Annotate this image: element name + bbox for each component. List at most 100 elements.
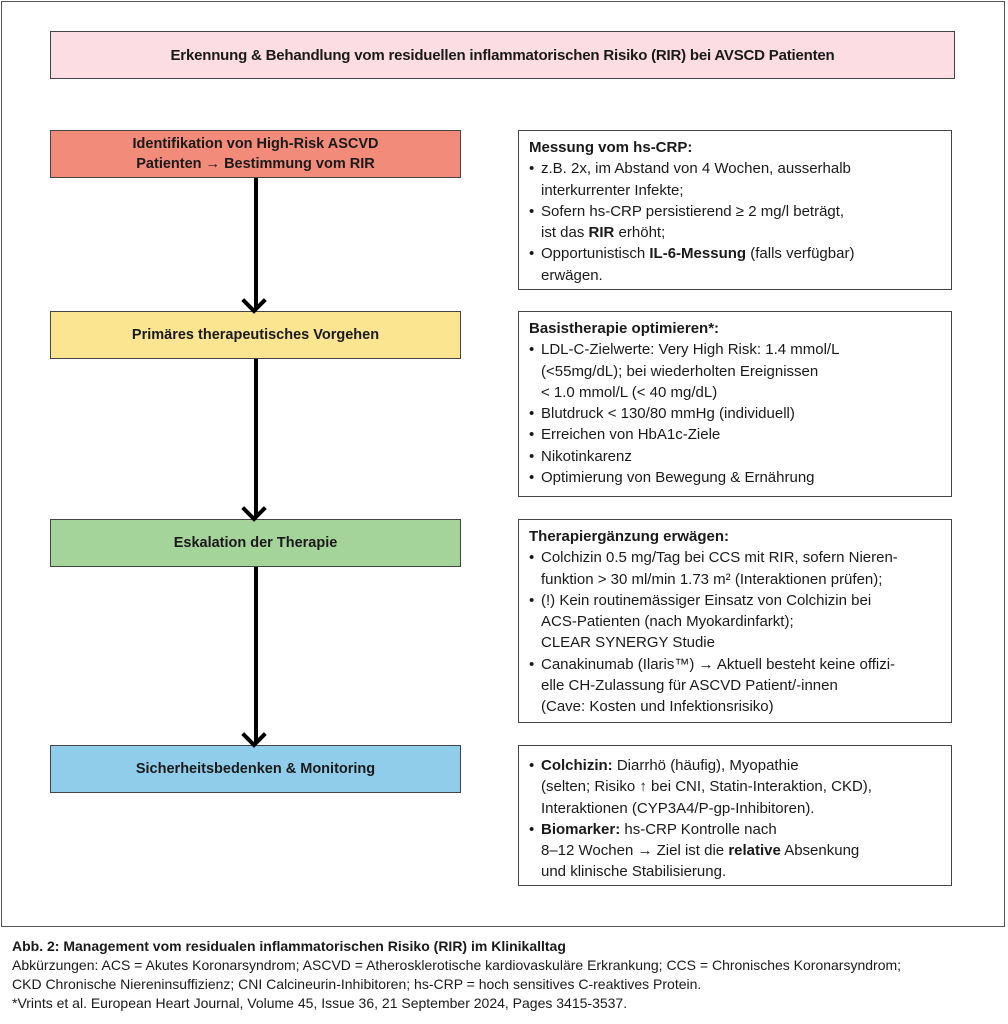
info-heading: Messung vom hs-CRP: bbox=[529, 139, 693, 156]
text: (!) Kein routinemässiger Einsatz von Col… bbox=[541, 591, 872, 609]
diagram-title: Erkennung & Behandlung vom residuellen i… bbox=[50, 31, 955, 79]
text: (Cave: Kosten und Infektionsrisiko) bbox=[541, 698, 774, 716]
bullet-line: z.B. 2x, im Abstand von 4 Wochen, ausser… bbox=[541, 158, 941, 179]
bullet-line: Nikotinkarenz bbox=[541, 446, 941, 467]
info-box-hscrp: Messung vom hs-CRP: • z.B. 2x, im Abstand … bbox=[518, 130, 952, 290]
info-box-therapieergaenzung: Therapiergänzung erwägen: • Colchizin 0.5 … bbox=[518, 519, 952, 723]
info-box-monitoring: • Colchizin: Diarrhö (häufig), Myopathie (… bbox=[518, 745, 952, 886]
bullet-line: (selten; Risiko ↑ bei CNI, Statin-Intera… bbox=[541, 776, 941, 797]
bullet-line: 8–12 Wochen → Ziel ist die relative Abse… bbox=[541, 840, 941, 861]
bullet-line: < 1.0 mmol/L (< 40 mg/dL) bbox=[541, 382, 941, 403]
caption-title: Abb. 2: Management vom residualen inflam… bbox=[12, 938, 566, 954]
bullet-line: ist das RIR erhöht; bbox=[541, 222, 941, 243]
bullet-line: Blutdruck < 130/80 mmHg (individuell) bbox=[541, 403, 941, 424]
bullet-icon: • bbox=[529, 245, 535, 263]
bullet-icon: • bbox=[529, 757, 535, 774]
bullet-line: (Cave: Kosten und Infektionsrisiko) bbox=[541, 696, 941, 717]
bullet-item: • z.B. 2x, im Abstand von 4 Wochen, ausse… bbox=[529, 158, 941, 201]
text: < 1.0 mmol/L (< 40 mg/dL) bbox=[541, 383, 718, 401]
bullet-line: Biomarker: hs-CRP Kontrolle nach bbox=[541, 819, 941, 840]
caption-reference: *Vrints et al. European Heart Journal, V… bbox=[12, 995, 628, 1011]
text: Interaktionen (CYP3A4/P-gp-Inhibitoren). bbox=[541, 799, 815, 817]
bullet-line: (!) Kein routinemässiger Einsatz von Col… bbox=[541, 590, 941, 611]
text: CLEAR SYNERGY Studie bbox=[541, 634, 715, 652]
bold-term: IL-6-Messung bbox=[649, 245, 747, 263]
text: Colchizin 0.5 mg/Tag bei CCS mit RIR, so… bbox=[541, 549, 898, 567]
figure-caption: Abb. 2: Management vom residualen inflam… bbox=[12, 937, 1002, 1013]
bullet-line: Canakinumab (Ilaris™) → Aktuell besteht … bbox=[541, 654, 941, 675]
bullet-item: • Nikotinkarenz bbox=[529, 446, 941, 467]
bullet-item: •Blutdruck < 130/80 mmHg (individuell) bbox=[529, 403, 941, 424]
info-box-basistherapie: Basistherapie optimieren*: • LDL-C-Zielwer… bbox=[518, 311, 952, 497]
step-escalation: Eskalation der Therapie bbox=[50, 519, 461, 567]
bullet-item: • Erreichen von HbA1c-Ziele bbox=[529, 424, 941, 445]
info-heading: Therapiergänzung erwägen: bbox=[529, 528, 730, 545]
text: Sofern hs-CRP persistierend ≥ 2 mg/l bet… bbox=[541, 202, 845, 220]
bullet-line: erwägen. bbox=[541, 265, 941, 286]
bullet-icon: • bbox=[529, 655, 535, 673]
arrow-down-icon bbox=[254, 178, 258, 308]
text: (selten; Risiko ↑ bei CNI, Statin-Intera… bbox=[541, 778, 872, 796]
step-identification: Identifikation von High-Risk ASCVD Patie… bbox=[50, 130, 461, 178]
step-safety-monitoring: Sicherheitsbedenken & Monitoring bbox=[50, 745, 461, 793]
text: Blutdruck < 130/80 mmHg (individuell) bbox=[541, 405, 795, 423]
text: interkurrenter Infekte; bbox=[541, 181, 684, 199]
bullet-line: Erreichen von HbA1c-Ziele bbox=[541, 424, 941, 445]
text: funktion > 30 ml/min 1.73 m² (Interaktio… bbox=[541, 570, 883, 588]
text: Nikotinkarenz bbox=[541, 447, 632, 465]
arrow-down-icon bbox=[254, 359, 258, 516]
bullet-icon: • bbox=[529, 820, 535, 838]
info-heading: Basistherapie optimieren*: bbox=[529, 320, 720, 337]
arrow-down-icon bbox=[254, 567, 258, 742]
text: Opportunistisch bbox=[541, 245, 650, 263]
text: und klinische Stabilisierung. bbox=[541, 863, 727, 881]
bullet-line: elle CH-Zulassung für ASCVD Patient/-inn… bbox=[541, 675, 941, 696]
bullet-line: und klinische Stabilisierung. bbox=[541, 861, 941, 882]
bullet-icon: • bbox=[529, 447, 535, 465]
text: Absenkung bbox=[780, 842, 860, 860]
text: (<55mg/dL); bei wiederholten Ereignissen bbox=[541, 362, 819, 380]
bullet-icon: • bbox=[529, 469, 535, 487]
figure-frame bbox=[1, 1, 1005, 927]
text: LDL-C-Zielwerte: Very High Risk: 1.4 mmo… bbox=[541, 341, 840, 359]
caption-abbreviations: Abkürzungen: ACS = Akutes Koronarsyndrom… bbox=[12, 957, 902, 973]
bullet-item: • Colchizin: Diarrhö (häufig), Myopathie (… bbox=[529, 755, 941, 819]
text: Erreichen von HbA1c-Ziele bbox=[541, 426, 721, 444]
bullet-line: CLEAR SYNERGY Studie bbox=[541, 632, 941, 653]
bullet-icon: • bbox=[529, 341, 535, 359]
bullet-line: funktion > 30 ml/min 1.73 m² (Interaktio… bbox=[541, 569, 941, 590]
bold-term: Biomarker: bbox=[541, 820, 621, 838]
bullet-line: Optimierung von Bewegung & Ernährung bbox=[541, 467, 941, 488]
text: ACS-Patienten (nach Myokardinfarkt); bbox=[541, 613, 794, 631]
text: 8–12 Wochen → Ziel ist die bbox=[541, 842, 729, 860]
bullet-line: Opportunistisch IL-6-Messung (falls verf… bbox=[541, 243, 941, 264]
bullet-icon: • bbox=[529, 549, 535, 567]
text: elle CH-Zulassung für ASCVD Patient/-inn… bbox=[541, 677, 838, 695]
bullet-line: (<55mg/dL); bei wiederholten Ereignissen bbox=[541, 361, 941, 382]
text: hs-CRP Kontrolle nach bbox=[620, 820, 777, 838]
bullet-item: •Sofern hs-CRP persistierend ≥ 2 mg/l be… bbox=[529, 201, 941, 244]
bullet-item: • Colchizin 0.5 mg/Tag bei CCS mit RIR, s… bbox=[529, 547, 941, 590]
text: ist das bbox=[541, 224, 589, 242]
text: (falls verfügbar) bbox=[746, 245, 855, 263]
bullet-line: Sofern hs-CRP persistierend ≥ 2 mg/l bet… bbox=[541, 201, 941, 222]
bullet-item: • Canakinumab (Ilaris™) → Aktuell besteht… bbox=[529, 654, 941, 718]
bullet-line: Colchizin: Diarrhö (häufig), Myopathie bbox=[541, 755, 941, 776]
bullet-item: • Optimierung von Bewegung & Ernährung bbox=[529, 467, 941, 488]
text: z.B. 2x, im Abstand von 4 Wochen, ausser… bbox=[541, 160, 851, 178]
text: erwägen. bbox=[541, 266, 603, 284]
bold-term: relative bbox=[728, 842, 781, 860]
bullet-icon: • bbox=[529, 160, 535, 178]
bullet-item: • Opportunistisch IL-6-Messung (falls ver… bbox=[529, 243, 941, 286]
step-primary-therapy: Primäres therapeutisches Vorgehen bbox=[50, 311, 461, 359]
bullet-item: • (!) Kein routinemässiger Einsatz von Co… bbox=[529, 590, 941, 654]
bullet-icon: • bbox=[529, 426, 535, 444]
bullet-line: LDL-C-Zielwerte: Very High Risk: 1.4 mmo… bbox=[541, 339, 941, 360]
bullet-line: Colchizin 0.5 mg/Tag bei CCS mit RIR, so… bbox=[541, 547, 941, 568]
bullet-item: • LDL-C-Zielwerte: Very High Risk: 1.4 mm… bbox=[529, 339, 941, 403]
bullet-line: Interaktionen (CYP3A4/P-gp-Inhibitoren). bbox=[541, 798, 941, 819]
text: erhöht; bbox=[614, 224, 666, 242]
bullet-icon: • bbox=[529, 591, 535, 609]
text: Canakinumab (Ilaris™) → Aktuell besteht … bbox=[541, 655, 896, 673]
